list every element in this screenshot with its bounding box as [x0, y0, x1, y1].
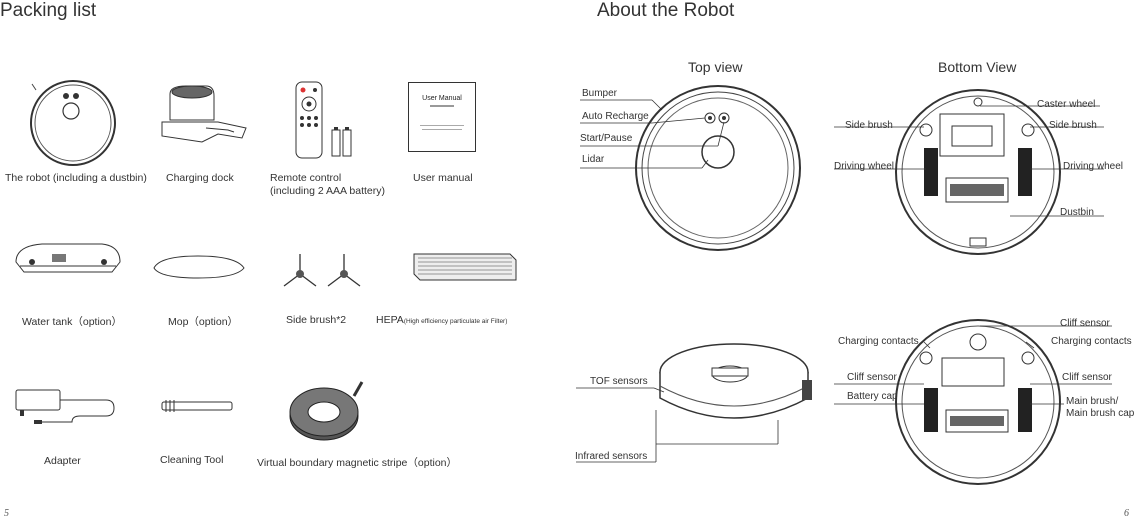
- label-caster-wheel: Caster wheel: [1037, 99, 1096, 110]
- remote-control-image: [295, 81, 352, 159]
- top-view-diagram: [580, 85, 801, 251]
- charging-dock-image: [161, 85, 247, 143]
- item-label-side-brush: Side brush*2: [286, 314, 347, 326]
- label-dustbin: Dustbin: [1060, 207, 1094, 218]
- label-side-brush-right: Side brush: [1049, 120, 1097, 131]
- bottom-view-diagram-2: [834, 319, 1112, 485]
- label-driving-wheel-right: Driving wheel: [1063, 161, 1124, 172]
- label-charging-contacts-left: Charging contacts: [838, 336, 919, 347]
- item-label-manual: User manual: [413, 172, 473, 184]
- user-manual-image: User Manual: [408, 82, 476, 152]
- label-main-brush: Main brush/: [1066, 396, 1119, 407]
- label-auto-recharge: Auto Recharge: [582, 111, 649, 122]
- robot-image: [30, 80, 116, 166]
- adapter-image: [15, 389, 115, 424]
- bottom-view-diagram: [834, 89, 1104, 255]
- about-robot-title: About the Robot: [597, 0, 735, 21]
- item-label-magnetic-stripe: Virtual boundary magnetic stripe（option）: [257, 457, 457, 469]
- label-charging-contacts-right: Charging contacts: [1051, 336, 1132, 347]
- item-label-adapter: Adapter: [44, 455, 81, 467]
- item-label-water-tank: Water tank（option）: [22, 316, 122, 328]
- label-start-pause: Start/Pause: [580, 133, 633, 144]
- cleaning-tool-image: [161, 400, 233, 412]
- item-label-mop: Mop（option）: [168, 316, 239, 328]
- label-battery-cap: Battery cap: [847, 391, 898, 402]
- top-view-heading: Top view: [688, 59, 743, 75]
- item-label-cleaning-tool: Cleaning Tool: [160, 454, 224, 466]
- label-tof-sensors: TOF sensors: [590, 376, 648, 387]
- label-cliff-sensor-top: Cliff sensor: [1060, 318, 1110, 329]
- label-main-brush-cap: Main brush cap: [1066, 408, 1135, 419]
- item-label-dock: Charging dock: [166, 172, 234, 184]
- label-side-brush-left: Side brush: [845, 120, 893, 131]
- item-label-robot: The robot (including a dustbin): [5, 172, 147, 184]
- side-view-diagram: [576, 343, 812, 463]
- item-label-hepa: HEPA(High efficiency particulate air Fil…: [376, 314, 507, 326]
- page-number-left: 5: [4, 508, 9, 519]
- label-lidar: Lidar: [582, 154, 605, 165]
- label-cliff-sensor-left: Cliff sensor: [847, 372, 897, 383]
- label-bumper: Bumper: [582, 88, 618, 99]
- bottom-view-heading: Bottom View: [938, 59, 1017, 75]
- label-cliff-sensor-right: Cliff sensor: [1062, 372, 1112, 383]
- item-label-remote: Remote control (including 2 AAA battery): [270, 172, 385, 198]
- mop-image: [153, 255, 245, 279]
- packing-list-title: Packing list: [0, 0, 97, 21]
- label-driving-wheel-left: Driving wheel: [834, 161, 895, 172]
- hepa-note: (High efficiency particulate air Filter): [403, 318, 508, 325]
- page-number-right: 6: [1124, 508, 1129, 519]
- remote-label: Remote control: [270, 172, 342, 184]
- booklet-title: User Manual: [422, 95, 462, 102]
- hepa-filter-image: [413, 253, 517, 281]
- magnetic-stripe-image: [289, 381, 364, 441]
- label-infrared-sensors: Infrared sensors: [575, 451, 648, 462]
- side-brushes-image: [283, 254, 361, 287]
- water-tank-image: [15, 243, 121, 273]
- hepa-label: HEPA: [376, 314, 404, 326]
- remote-sublabel: (including 2 AAA battery): [270, 185, 385, 197]
